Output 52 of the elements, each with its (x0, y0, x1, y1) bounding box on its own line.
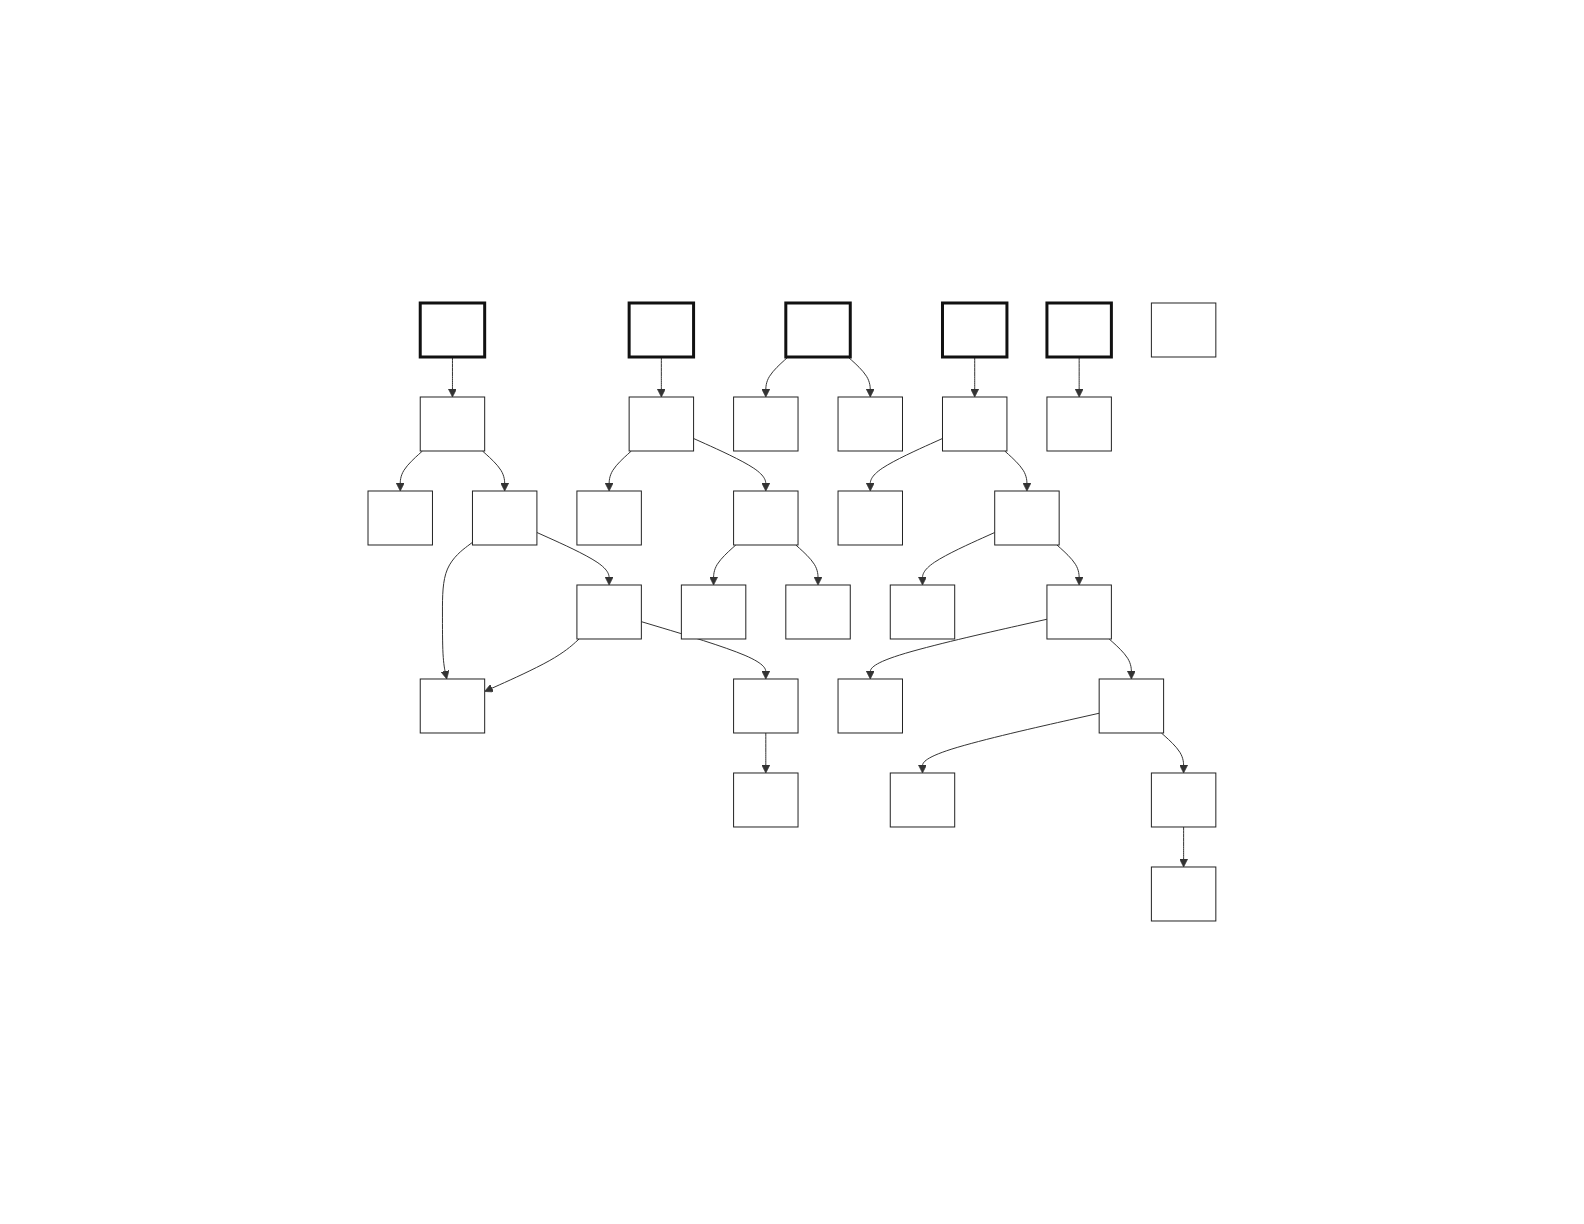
node-box (1046, 584, 1112, 640)
arrow (395, 450, 424, 492)
node-box (785, 584, 851, 640)
node-box (942, 396, 1008, 452)
arrow (918, 532, 996, 586)
node-box (419, 678, 486, 734)
arrow (1108, 638, 1136, 680)
arrow (482, 450, 510, 492)
node-box (367, 490, 434, 546)
arrow (693, 438, 771, 492)
node-box (837, 490, 904, 546)
node-box (576, 490, 642, 546)
node-box (1045, 301, 1113, 359)
node-box (784, 301, 852, 359)
arrow (440, 541, 474, 680)
node-box (419, 396, 486, 452)
arrow (1004, 450, 1032, 492)
node-box (1150, 866, 1217, 922)
node-box (889, 772, 956, 828)
node-box (889, 584, 956, 640)
node-box (1150, 302, 1217, 358)
node-box (837, 678, 904, 734)
arrow (709, 544, 737, 586)
arrow (604, 450, 632, 492)
arrow (761, 356, 789, 398)
node-box (941, 301, 1009, 359)
node-box (1046, 396, 1112, 452)
node-box (628, 396, 695, 452)
arrow (761, 732, 771, 774)
node-box (576, 584, 642, 640)
arrow (847, 356, 875, 398)
node-box (733, 678, 799, 734)
arrow (1160, 732, 1189, 774)
node-box (680, 584, 747, 640)
arrow (918, 712, 1100, 774)
arrow (865, 438, 944, 492)
node-box (418, 301, 487, 359)
node-box (733, 396, 799, 452)
node-box (733, 490, 799, 546)
node-box (472, 490, 538, 546)
node-box (733, 772, 799, 828)
arrow (1056, 544, 1084, 586)
node-box (994, 490, 1060, 546)
arrow (1179, 826, 1189, 868)
node-box (837, 396, 904, 452)
arrow (536, 532, 614, 586)
node-box (1098, 678, 1165, 734)
node-box (1150, 772, 1217, 828)
node-box (627, 301, 696, 359)
arrow (795, 544, 823, 586)
arrow (484, 638, 580, 693)
arrow (865, 618, 1048, 680)
